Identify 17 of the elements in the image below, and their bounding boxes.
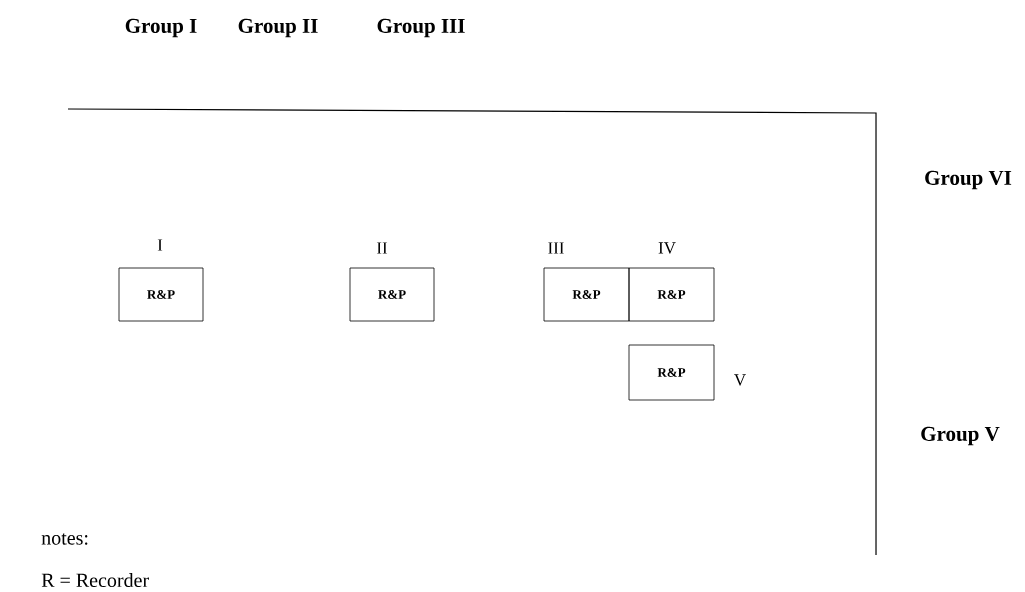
group-label: Group III	[377, 18, 465, 38]
process-box: R&P	[349, 267, 435, 322]
process-box: R&P	[543, 267, 630, 322]
box-label: II	[376, 242, 388, 254]
process-box: R&P	[628, 344, 715, 401]
group-label: Group VI	[925, 170, 1012, 190]
box-label: V	[734, 374, 746, 386]
note-text: notes:	[41, 533, 88, 545]
note-text: R = Recorder	[41, 572, 149, 588]
group-label: Group II	[238, 18, 318, 38]
box-label: I	[157, 239, 163, 251]
group-label: Group V	[921, 426, 1000, 446]
box-label: IV	[658, 242, 676, 254]
process-box: R&P	[118, 267, 204, 322]
group-label: Group I	[125, 18, 197, 38]
box-label: III	[548, 242, 564, 254]
process-box: R&P	[628, 267, 715, 322]
